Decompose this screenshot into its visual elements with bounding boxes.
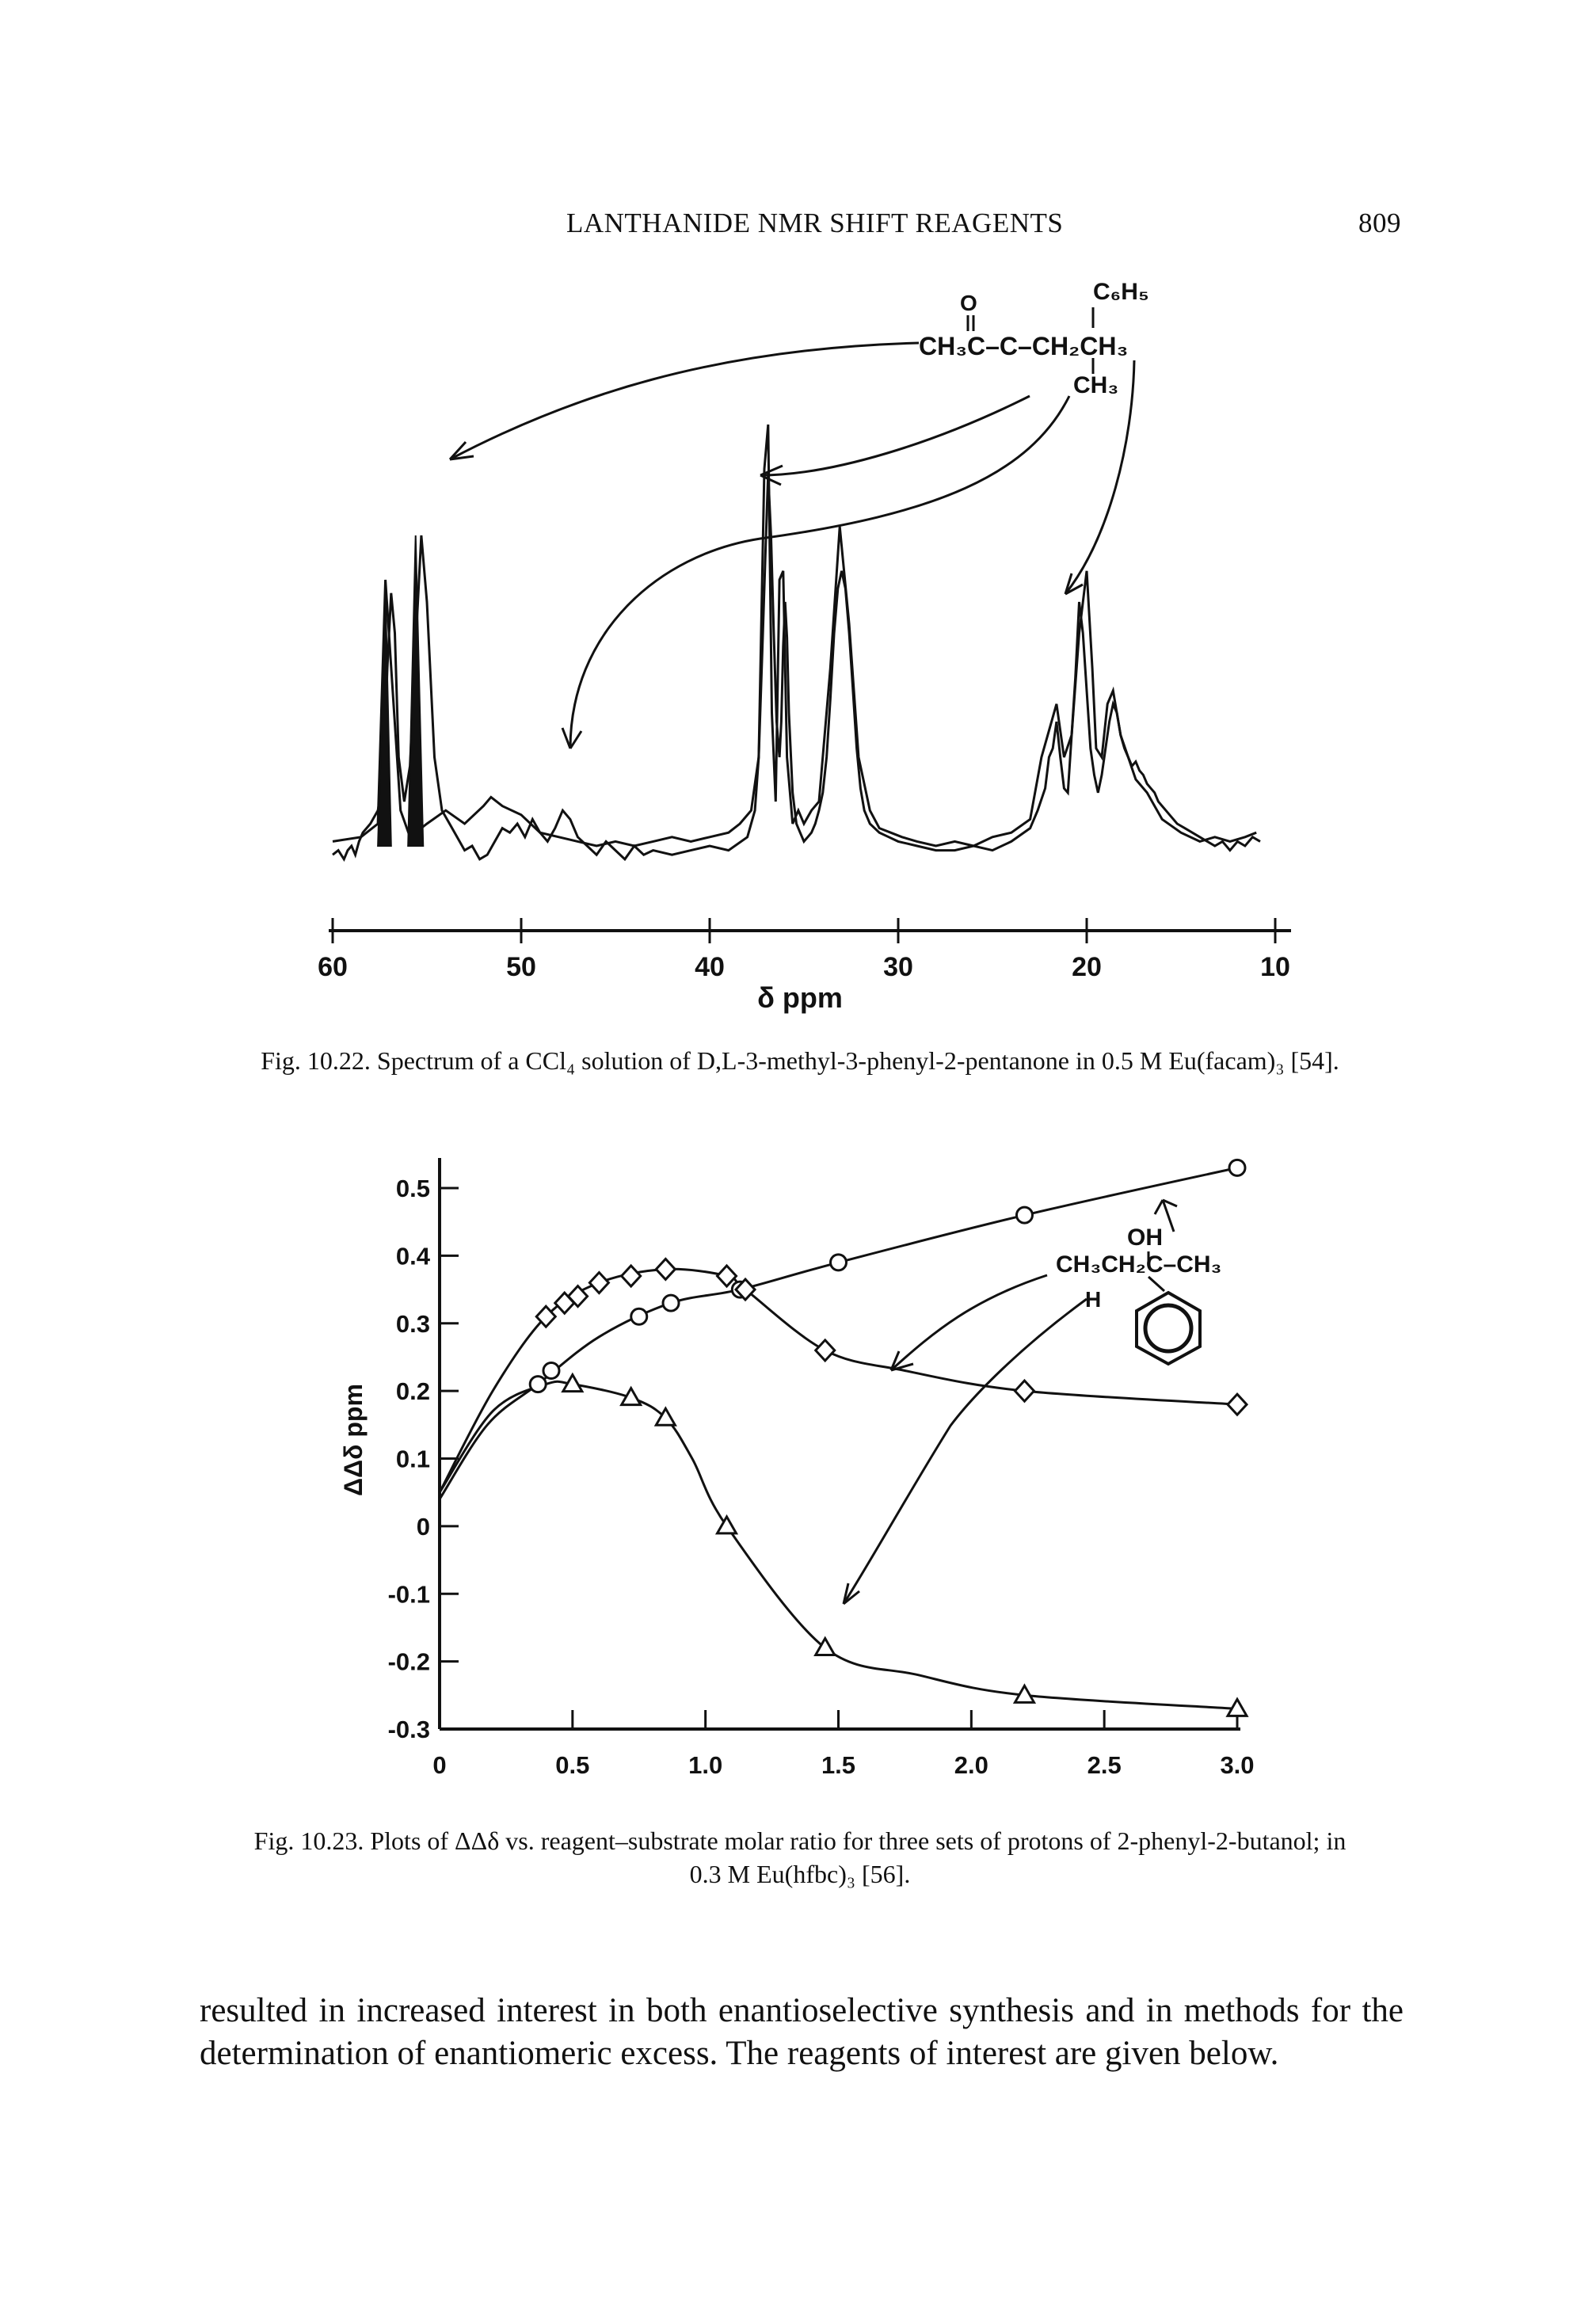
molecule-structure-1: C₆H₅ O CH₃C–C–CH₂CH₃ CH₃ bbox=[919, 279, 1149, 398]
figure2-caption-line2: 0.3 M Eu(hfbc)₃ [56]. bbox=[689, 1860, 911, 1888]
ppm-tick-label: 10 bbox=[1260, 952, 1290, 982]
y-tick-label: -0.3 bbox=[388, 1716, 430, 1743]
phenyl-label: C₆H₅ bbox=[1093, 279, 1149, 305]
circle-marker bbox=[1228, 1158, 1247, 1177]
y-tick-labels: 0.5 0.4 0.3 0.2 0.1 0 -0.1 -0.2 -0.3 bbox=[388, 1175, 431, 1743]
main-chain-label-2: CH₃CH₂C–CH₃ bbox=[1056, 1251, 1221, 1278]
x-tick-label: 1.0 bbox=[688, 1751, 722, 1779]
x-axis-label: δ ppm bbox=[757, 981, 843, 1014]
figure2-caption-line1: Fig. 10.23. Plots of ΔΔδ vs. reagent–sub… bbox=[253, 1826, 1347, 1855]
x-tick-label: 2.5 bbox=[1087, 1751, 1122, 1779]
x-tick-label: 0.5 bbox=[555, 1751, 589, 1779]
y-tick-label: 0.2 bbox=[396, 1377, 430, 1405]
y-tick-label: 0.3 bbox=[396, 1310, 430, 1338]
circle-marker bbox=[1015, 1206, 1034, 1225]
figure1-caption: Fig. 10.22. Spectrum of a CCl₄ solution … bbox=[261, 1046, 1339, 1075]
triangle-series-curve bbox=[438, 1380, 1238, 1710]
ppm-tick-label: 30 bbox=[883, 952, 913, 982]
triangle-marker bbox=[619, 1385, 643, 1407]
diamond-marker bbox=[619, 1263, 642, 1289]
diamond-marker bbox=[733, 1277, 757, 1302]
diamond-marker bbox=[566, 1284, 589, 1308]
spectrum-traces bbox=[332, 424, 1261, 863]
plot-markers bbox=[528, 1158, 1249, 1717]
diamond-marker bbox=[588, 1270, 611, 1295]
x-tick-label: 2.0 bbox=[954, 1751, 988, 1779]
y-tick-label: 0.1 bbox=[396, 1445, 430, 1473]
circle-marker bbox=[542, 1362, 561, 1381]
nmr-spectrum-figure: 60 50 40 30 20 10 δ ppm C₆H₅ O CH₃C–C–CH₂CH₃ … bbox=[318, 279, 1291, 1014]
ppm-tick-label: 60 bbox=[318, 952, 348, 982]
plot-curves bbox=[438, 1166, 1238, 1710]
x-tick-label: 0 bbox=[432, 1751, 446, 1779]
h-label: H bbox=[1085, 1287, 1101, 1312]
triangle-marker bbox=[653, 1406, 677, 1426]
circle-marker bbox=[630, 1307, 649, 1326]
diamond-marker bbox=[715, 1263, 738, 1289]
carbonyl-o-label: O bbox=[960, 291, 977, 315]
page-number: 809 bbox=[1358, 208, 1401, 238]
x-tick-label: 3.0 bbox=[1220, 1751, 1254, 1779]
triangle-marker bbox=[1225, 1697, 1249, 1717]
diamond-marker bbox=[654, 1257, 677, 1282]
figure2-caption: Fig. 10.23. Plots of ΔΔδ vs. reagent–sub… bbox=[174, 1824, 1426, 1891]
main-chain-label: CH₃C–C–CH₂CH₃ bbox=[919, 332, 1128, 360]
y-tick-label: 0 bbox=[417, 1513, 430, 1541]
triangle-marker bbox=[1012, 1683, 1037, 1704]
circle-series-curve bbox=[438, 1166, 1238, 1500]
y-tick-label: -0.2 bbox=[388, 1648, 430, 1676]
y-axis-label: ΔΔδ ppm bbox=[339, 1384, 368, 1496]
plot-axes bbox=[438, 1158, 1240, 1731]
diamond-marker bbox=[535, 1305, 558, 1329]
ppm-tick-label: 50 bbox=[506, 952, 536, 982]
shaded-peak-1 bbox=[377, 592, 392, 847]
molecule-structure-2: OH CH₃CH₂C–CH₃ H bbox=[1056, 1225, 1221, 1366]
ppm-tick-label: 40 bbox=[695, 952, 725, 982]
circle-marker bbox=[528, 1375, 547, 1394]
running-header: LANTHANIDE NMR SHIFT REAGENTS bbox=[566, 208, 1064, 238]
body-paragraph: resulted in increased interest in both e… bbox=[200, 1992, 1404, 2072]
y-tick-label: -0.1 bbox=[388, 1580, 430, 1608]
y-tick-label: 0.4 bbox=[396, 1242, 431, 1270]
diamond-marker bbox=[1225, 1392, 1249, 1417]
y-tick-label: 0.5 bbox=[396, 1175, 430, 1202]
shaded-peak-2 bbox=[407, 535, 425, 847]
circle-marker bbox=[661, 1293, 680, 1312]
triangle-marker bbox=[561, 1372, 585, 1393]
ppm-tick-labels: 60 50 40 30 20 10 bbox=[318, 952, 1290, 982]
ppm-tick-label: 20 bbox=[1072, 952, 1102, 982]
assignment-arrows-2 bbox=[842, 1198, 1178, 1605]
hydroxyl-label: OH bbox=[1127, 1225, 1163, 1251]
assignment-arrows bbox=[448, 341, 1136, 749]
diamond-marker bbox=[1013, 1378, 1036, 1404]
circle-marker bbox=[829, 1253, 848, 1272]
diamond-marker bbox=[813, 1338, 836, 1363]
triangle-marker bbox=[813, 1636, 837, 1657]
shift-plot-figure: 0.5 0.4 0.3 0.2 0.1 0 -0.1 -0.2 -0.3 0 0.5 1.0 1.5 2… bbox=[339, 1158, 1255, 1779]
spectrum-trace-2 bbox=[332, 473, 1261, 863]
ppm-axis bbox=[329, 918, 1291, 943]
methyl-label: CH₃ bbox=[1073, 372, 1118, 398]
x-tick-labels: 0 0.5 1.0 1.5 2.0 2.5 3.0 bbox=[432, 1751, 1254, 1779]
triangle-marker bbox=[714, 1514, 739, 1535]
x-tick-label: 1.5 bbox=[821, 1751, 855, 1779]
